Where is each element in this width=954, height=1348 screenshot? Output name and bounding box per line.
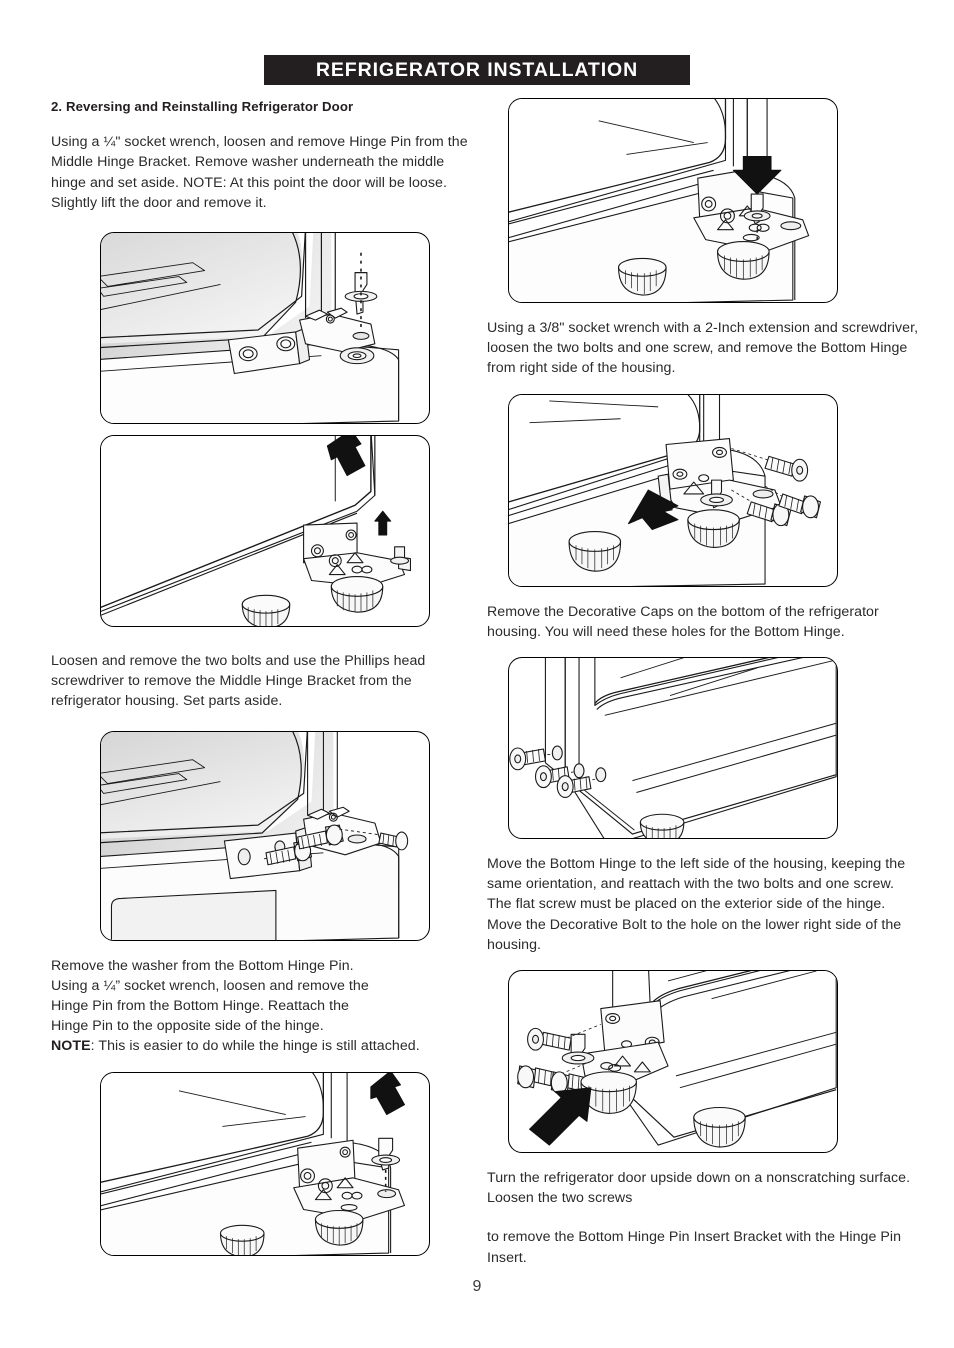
instruction-paragraph-3: Remove the washer from the Bottom Hinge …: [51, 956, 483, 1057]
figure-decorative-caps-removal: [508, 657, 838, 840]
instruction-paragraph-6: Move the Bottom Hinge to the left side o…: [487, 856, 906, 953]
instruction-paragraph-8: to remove the Bottom Hinge Pin Insert Br…: [487, 1229, 902, 1266]
section-heading: 2. Reversing and Reinstalling Refrigerat…: [51, 99, 354, 114]
page-header-banner: REFRIGERATOR INSTALLATION: [264, 55, 690, 85]
instruction-paragraph-4: Using a 3/8" socket wrench with a 2-Inch…: [487, 320, 919, 377]
figure-bottom-hinge-removal: [508, 393, 838, 587]
figure-middle-hinge-bracket-removal: [100, 730, 430, 941]
figure-bottom-hinge-pin-removal: [100, 1071, 430, 1256]
figure-bottom-hinge-reattach: [508, 970, 838, 1154]
paragraph-3-line-3: Hinge Pin from the Bottom Hinge. Reattac…: [51, 997, 349, 1014]
paragraph-3-line-4: Hinge Pin to the opposite side of the hi…: [51, 1018, 324, 1035]
note-label: NOTE: [51, 1038, 91, 1055]
figure-door-lift-off: [100, 434, 430, 627]
paragraph-3-line-1: Remove the washer from the Bottom Hinge …: [51, 957, 354, 974]
left-column: 2. Reversing and Reinstalling Refrigerat…: [51, 98, 483, 1256]
page-number: 9: [472, 1278, 482, 1295]
instruction-paragraph-7: Turn the refrigerator door upside down o…: [487, 1170, 911, 1207]
right-column: Using a 3/8" socket wrench with a 2-Inch…: [487, 98, 919, 1268]
instruction-paragraph-2: Loosen and remove the two bolts and use …: [51, 652, 426, 710]
figure-bottom-hinge-pin-reattach: [508, 98, 838, 303]
instruction-paragraph-1: Using a ¼" socket wrench, loosen and rem…: [51, 134, 468, 211]
figure-middle-hinge-pin-removal: [100, 231, 430, 424]
page-title: REFRIGERATOR INSTALLATION: [315, 58, 639, 81]
instruction-paragraph-5: Remove the Decorative Caps on the bottom…: [487, 603, 879, 640]
paragraph-3-line-2: Using a ¼” socket wrench, loosen and rem…: [51, 977, 369, 994]
note-text: : This is easier to do while the hinge i…: [90, 1038, 420, 1055]
